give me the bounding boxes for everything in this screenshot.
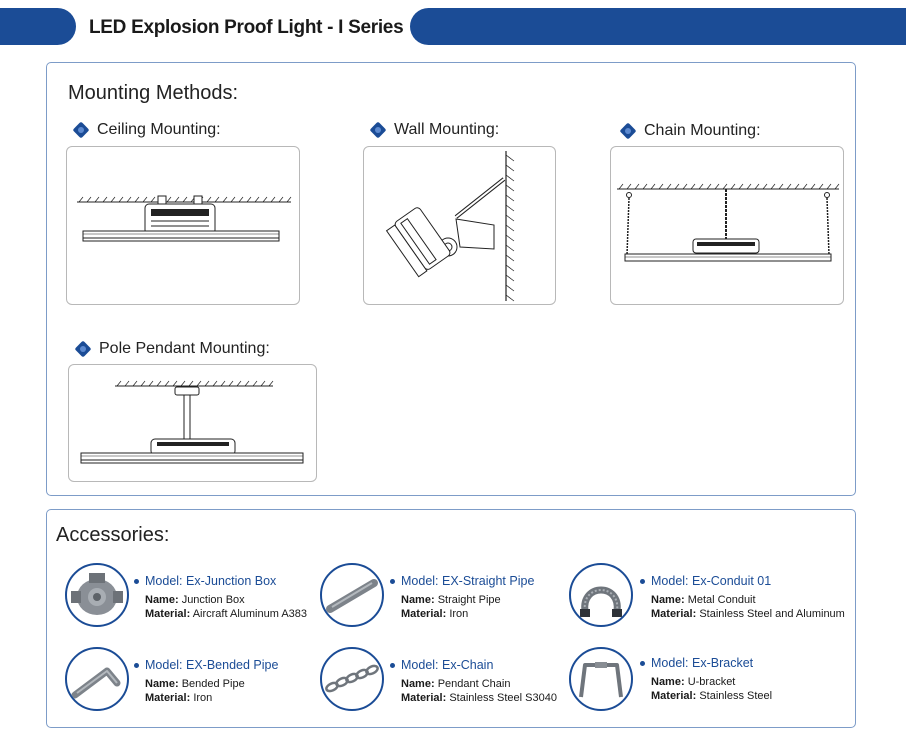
accessory-model: Model: EX-Bended Pipe (145, 658, 279, 672)
ceiling-mounting-diagram (66, 146, 300, 305)
accessory-name: U-bracket (687, 676, 736, 688)
accessory-name: Bended Pipe (181, 678, 245, 690)
u-bracket-icon (569, 647, 633, 711)
diamond-bullet-icon (370, 122, 386, 138)
straight-pipe-icon (320, 563, 384, 627)
accessory-info-bended-pipe: Model: EX-Bended Pipe Name: Bended Pipe … (134, 658, 278, 705)
accessory-model: Model: Ex-Bracket (651, 656, 754, 670)
junction-box-icon (65, 563, 129, 627)
accessory-info-pendant-chain: Model: Ex-Chain Name: Pendant Chain Mate… (390, 658, 557, 705)
bullet-dot-icon (134, 578, 139, 584)
accessory-info-straight-pipe: Model: EX-Straight Pipe Name: Straight P… (390, 574, 534, 621)
accessory-model: Model: Ex-Conduit 01 (651, 574, 772, 588)
chain-mounting-label: Chain Mounting: (620, 122, 761, 140)
ceiling-mounting-label: Ceiling Mounting: (73, 121, 221, 139)
diamond-bullet-icon (620, 123, 636, 139)
accessory-model: Model: Ex-Chain (401, 658, 494, 672)
accessory-model: Model: Ex-Junction Box (145, 574, 277, 588)
bullet-dot-icon (390, 662, 395, 668)
pendant-chain-icon (320, 647, 384, 711)
accessory-material: Iron (193, 692, 213, 704)
wall-mounting-diagram (363, 146, 556, 305)
diamond-bullet-icon (75, 341, 91, 357)
accessory-material: Stainless Steel and Aluminum (699, 608, 845, 620)
pole-pendant-mounting-label: Pole Pendant Mounting: (75, 340, 270, 358)
bullet-dot-icon (640, 660, 645, 666)
bullet-dot-icon (390, 578, 395, 584)
accessory-name: Junction Box (181, 594, 245, 606)
header-banner-left (0, 8, 76, 45)
page-title: LED Explosion Proof Light - I Series (89, 17, 404, 38)
metal-conduit-icon (569, 563, 633, 627)
accessory-material: Aircraft Aluminum A383 (192, 608, 308, 620)
accessory-info-metal-conduit: Model: Ex-Conduit 01 Name: Metal Conduit… (640, 574, 845, 621)
bended-pipe-icon (65, 647, 129, 711)
mounting-methods-title: Mounting Methods: (68, 82, 239, 104)
accessory-material: Stainless Steel S3040 (449, 692, 557, 704)
bullet-dot-icon (134, 662, 139, 668)
accessory-name: Metal Conduit (687, 594, 756, 606)
accessory-info-junction-box: Model: Ex-Junction Box Name: Junction Bo… (134, 574, 307, 621)
chain-mounting-diagram (610, 146, 844, 305)
accessory-info-u-bracket: Model: Ex-Bracket Name: U-bracket Materi… (640, 656, 772, 703)
accessory-name: Straight Pipe (437, 594, 501, 606)
mounting-methods-panel: Mounting Methods: Ceiling Mounting: Wall… (46, 62, 856, 496)
accessory-name: Pendant Chain (437, 678, 511, 690)
header-banner-right (410, 8, 906, 45)
accessories-title: Accessories: (56, 524, 170, 546)
accessory-material: Iron (449, 608, 469, 620)
accessories-panel: Accessories: Model: Ex-Junction Box Name… (46, 509, 856, 728)
accessory-model: Model: EX-Straight Pipe (401, 574, 535, 588)
bullet-dot-icon (640, 578, 645, 584)
wall-mounting-label: Wall Mounting: (370, 121, 499, 139)
accessory-material: Stainless Steel (699, 690, 773, 702)
diamond-bullet-icon (73, 122, 89, 138)
pole-pendant-mounting-diagram (68, 364, 317, 482)
